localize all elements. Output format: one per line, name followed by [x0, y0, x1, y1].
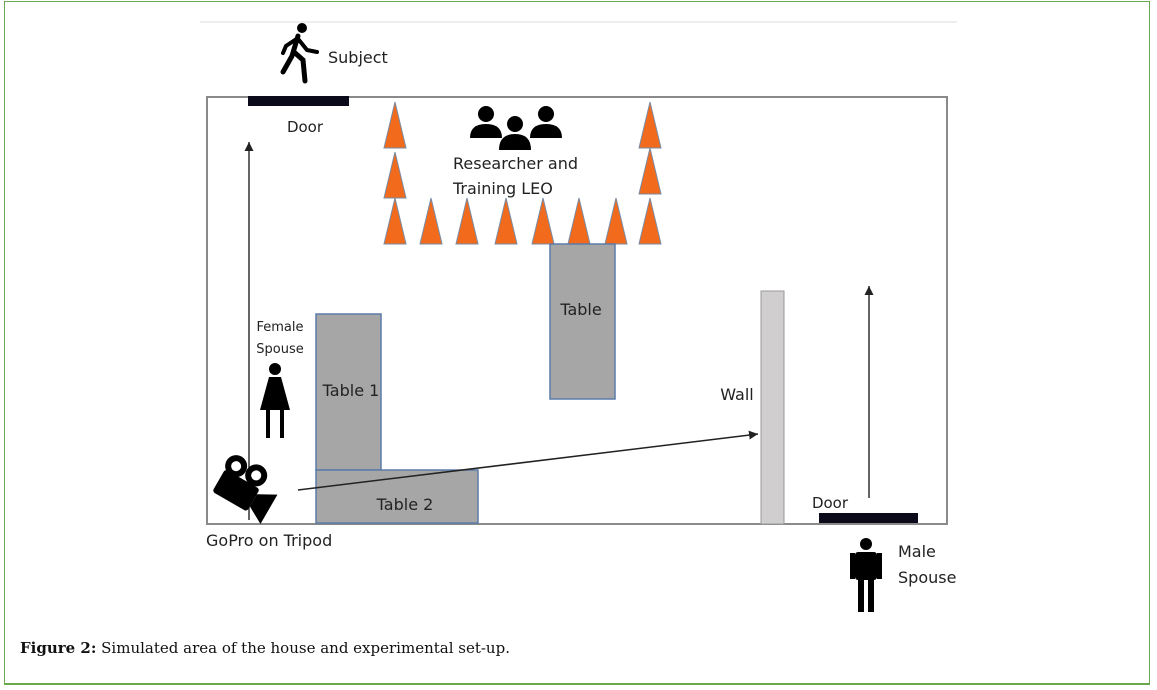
traffic-cone-icon	[419, 197, 443, 245]
video-camera-icon	[213, 455, 278, 525]
traffic-cone-icon	[455, 197, 479, 245]
traffic-cone-icon	[531, 197, 555, 245]
top-door	[248, 96, 349, 106]
traffic-cone-icon	[567, 197, 591, 245]
wall	[760, 290, 785, 525]
top-door-label: Door	[287, 118, 324, 136]
subject-label: Subject	[328, 48, 388, 67]
female-spouse-label-line2: Spouse	[256, 342, 303, 357]
walking-person-icon	[280, 23, 319, 84]
traffic-cone-icon	[638, 101, 662, 149]
traffic-cone-icon	[494, 197, 518, 245]
figure-frame	[4, 1, 1150, 685]
traffic-cone-icon	[638, 147, 662, 195]
table-2	[315, 469, 479, 524]
traffic-cone-icon	[383, 151, 407, 199]
table-1	[315, 313, 382, 471]
camera-view-arrow	[297, 430, 759, 491]
traffic-cone-icon	[383, 101, 407, 149]
table	[549, 243, 616, 400]
table-1-label: Table 1	[322, 381, 380, 400]
group-people-icon	[470, 106, 562, 150]
caption-label: Figure 2:	[20, 639, 97, 657]
male-person-icon	[850, 538, 882, 612]
researcher-label-line2: Training LEO	[452, 179, 553, 198]
male-spouse-label-line2: Spouse	[898, 568, 956, 587]
female-spouse-label-line1: Female	[256, 320, 303, 335]
table-label: Table	[559, 300, 601, 319]
traffic-cone-icon	[638, 197, 662, 245]
traffic-cone-icon	[383, 197, 407, 245]
gopro-label: GoPro on Tripod	[206, 531, 332, 550]
bottom-door-label: Door	[812, 494, 849, 512]
room-outline	[206, 96, 948, 525]
wall-label: Wall	[720, 385, 754, 404]
bottom-door	[819, 513, 918, 523]
figure-caption: Figure 2: Simulated area of the house an…	[20, 639, 510, 657]
traffic-cone-icon	[604, 197, 628, 245]
researcher-label-line1: Researcher and	[453, 154, 578, 173]
traffic-cones	[383, 101, 662, 245]
male-spouse-label-line1: Male	[898, 542, 936, 561]
table-2-label: Table 2	[376, 495, 434, 514]
female-person-icon	[260, 363, 290, 438]
caption-text: Simulated area of the house and experime…	[96, 639, 510, 657]
